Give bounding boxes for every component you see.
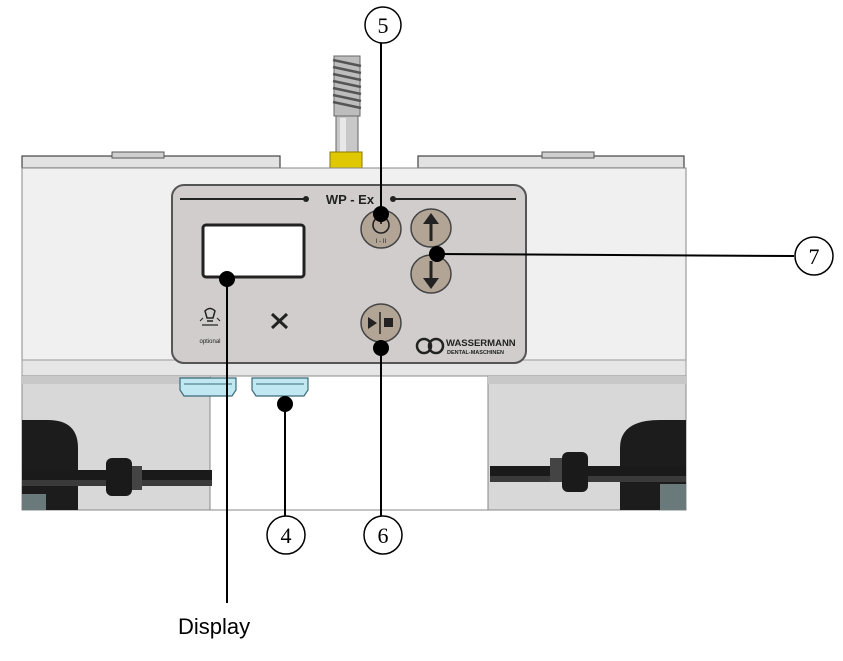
top-rails — [21, 151, 685, 169]
callout-4: 4 — [266, 515, 306, 555]
power-mode-button[interactable]: I - II — [360, 209, 402, 249]
brand-subtitle: DENTAL-MASCHINEN — [447, 350, 504, 356]
lcd-display — [201, 223, 306, 279]
display-callout-label: Display — [178, 614, 251, 639]
callout-5-label: 5 — [378, 13, 389, 38]
up-button[interactable] — [410, 208, 452, 248]
play-stop-icon — [368, 312, 393, 334]
wassermann-logo: WASSERMANN DENTAL-MASCHINEN — [415, 337, 516, 356]
right-motor-clamp — [490, 420, 686, 510]
brand-name: WASSERMANN — [446, 338, 516, 349]
callout-4-label: 4 — [281, 523, 292, 548]
left-motor-clamp — [22, 420, 212, 510]
callout-7: 7 — [794, 236, 834, 276]
spring-connector — [329, 55, 363, 169]
close-x-icon — [270, 312, 289, 330]
arrow-up-icon — [423, 213, 439, 241]
light-optional-label: optional — [199, 339, 220, 345]
callout-6: 6 — [363, 515, 403, 555]
power-mode-label: I - II — [376, 239, 387, 245]
start-stop-button[interactable] — [360, 303, 402, 343]
callout-dots — [219, 206, 445, 412]
light-bulb-icon — [199, 307, 221, 326]
model-label: WP - Ex — [326, 192, 375, 207]
control-panel: WP - Ex optional I - II — [171, 184, 527, 364]
callout-7-label: 7 — [809, 244, 820, 269]
arrow-down-icon — [423, 261, 439, 289]
callout-5: 5 — [364, 6, 402, 44]
down-button[interactable] — [410, 254, 452, 294]
callout-6-label: 6 — [378, 523, 389, 548]
callout-leaders — [226, 43, 795, 603]
connector-sockets — [179, 377, 309, 397]
